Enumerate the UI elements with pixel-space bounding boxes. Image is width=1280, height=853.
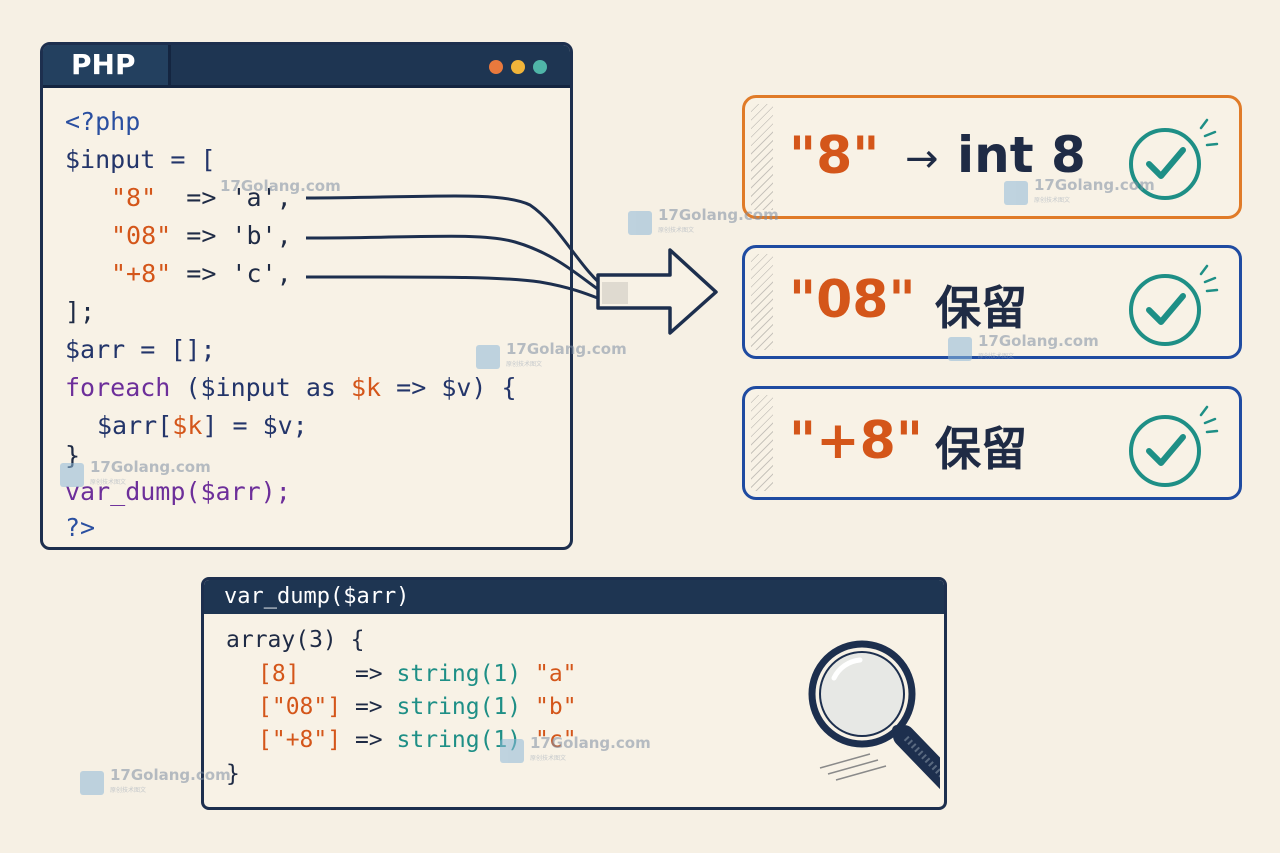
check-circle-icon: [1129, 405, 1219, 487]
window-dot-orange-icon: [489, 60, 503, 74]
code-assign-v: ] = $v;: [202, 411, 308, 440]
window-dot-yellow-icon: [511, 60, 525, 74]
check-circle-icon: [1129, 264, 1219, 346]
dump-value: "b": [535, 694, 577, 720]
code-line-close-brace: }: [65, 441, 81, 470]
watermark-logo-icon: [1004, 181, 1028, 205]
big-arrow-icon: [596, 248, 718, 335]
code-value-c: => 'c',: [186, 259, 292, 288]
code-foreach-keyword: foreach: [65, 373, 171, 402]
watermark-logo-icon: [60, 463, 84, 487]
magnifier-icon: [808, 640, 940, 790]
code-value-b: => 'b',: [186, 221, 292, 250]
connector-line-b: [305, 234, 609, 298]
watermark: 17Golang.com: [220, 176, 341, 195]
dump-arrow: =>: [354, 661, 383, 687]
code-line-entry-8: "8" => 'a',: [111, 183, 292, 213]
code-line-close-tag: ?>: [65, 513, 96, 542]
check-circle-icon: [1129, 118, 1219, 200]
result-box-plus8: "+8" 保留: [742, 386, 1242, 500]
code-line-open-tag: <?php: [65, 107, 141, 136]
code-key-08: "08": [111, 221, 172, 250]
dump-arrow: =>: [354, 727, 383, 753]
connector-line-c: [305, 275, 609, 304]
code-foreach-k: $k: [351, 373, 382, 402]
connector-line-a: [305, 194, 609, 292]
watermark-text: 17Golang.com: [220, 177, 341, 195]
code-foreach-v: => $v) {: [396, 373, 517, 402]
code-assign-arr: $arr[: [97, 411, 173, 440]
result-arrow-icon: →: [905, 136, 939, 182]
dump-key: ["+8"]: [258, 727, 342, 753]
code-line-arr-decl: $arr = [];: [65, 335, 216, 364]
code-line-close-array: ];: [65, 297, 96, 326]
result-key: "8": [789, 126, 880, 186]
result-box-08: "08" 保留: [742, 245, 1242, 359]
dump-type: string(1): [396, 694, 522, 720]
code-key-plus8: "+8": [111, 259, 172, 288]
hatch-decoration: [751, 104, 773, 210]
watermark-logo-icon: [500, 739, 524, 763]
hatch-decoration: [751, 395, 773, 491]
dump-value: "a": [534, 661, 577, 687]
hatch-decoration: [751, 254, 773, 350]
code-foreach-input: ($input as: [185, 373, 336, 402]
code-line-entry-08: "08" => 'b',: [111, 221, 292, 251]
result-value: 保留: [935, 422, 1027, 476]
watermark-logo-icon: [948, 337, 972, 361]
result-key: "08": [789, 270, 916, 330]
php-tab: PHP: [43, 45, 171, 85]
code-line-foreach: foreach ($input as $k => $v) {: [65, 373, 517, 403]
watermark-logo-icon: [628, 211, 652, 235]
code-line-assign: $arr[$k] = $v;: [97, 411, 308, 441]
code-key-8: "8": [111, 183, 157, 212]
dump-row-plus8: ["+8"] => string(1) "c": [258, 726, 577, 754]
watermark-logo-icon: [476, 345, 500, 369]
result-value: int 8: [957, 126, 1086, 184]
result-key: "+8": [789, 411, 923, 471]
dump-window-title: var_dump($arr): [204, 580, 944, 614]
dump-arrow: =>: [354, 694, 383, 720]
code-line-input-decl: $input = [: [65, 145, 216, 174]
dump-key: ["08"]: [258, 694, 342, 720]
code-window-titlebar: PHP: [43, 45, 570, 88]
php-code-window: PHP <?php $input = [ "8" => 'a', "08" =>…: [40, 42, 573, 550]
result-box-8: "8" → int 8: [742, 95, 1242, 219]
dump-key: [8]: [258, 661, 300, 687]
code-line-entry-plus8: "+8" => 'c',: [111, 259, 292, 289]
dump-row-8: [8] => string(1) "a": [258, 660, 577, 688]
code-line-var-dump: var_dump($arr);: [65, 477, 291, 506]
dump-value: "c": [535, 727, 577, 753]
dump-close-line: }: [226, 761, 240, 787]
dump-row-08: ["08"] => string(1) "b": [258, 693, 577, 721]
dump-type: string(1): [396, 661, 522, 687]
result-value: 保留: [935, 281, 1027, 335]
code-value-a: => 'a',: [186, 183, 292, 212]
window-dot-teal-icon: [533, 60, 547, 74]
code-assign-k: $k: [172, 411, 203, 440]
dump-open-line: array(3) {: [226, 627, 365, 653]
var-dump-output-window: var_dump($arr) array(3) { [8] => string(…: [201, 577, 947, 810]
watermark-logo-icon: [80, 771, 104, 795]
